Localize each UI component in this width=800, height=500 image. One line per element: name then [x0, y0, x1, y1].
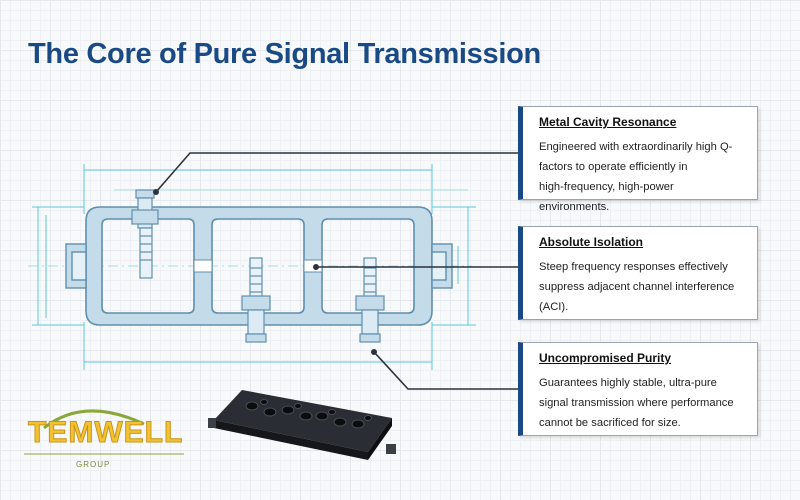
callout-metal-cavity-resonance: Metal Cavity Resonance Engineered with e…: [518, 106, 758, 213]
tuning-screw-top: [131, 189, 159, 279]
callout-heading: Uncompromised Purity: [539, 351, 672, 365]
callout-text: Guarantees highly stable, ultra-pure sig…: [539, 377, 734, 429]
product-cavity-filter-image: [208, 390, 396, 460]
callout-absolute-isolation: Absolute Isolation Steep frequency respo…: [518, 226, 758, 320]
temwell-logo: TEMWELL GROUP: [24, 398, 184, 478]
callout-text: Engineered with extraordinarily high Q- …: [539, 141, 733, 213]
logo-group-text: GROUP: [76, 460, 111, 469]
callout-uncompromised-purity: Uncompromised Purity Guarantees highly s…: [518, 342, 758, 436]
page-title: The Core of Pure Signal Transmission: [28, 38, 541, 70]
logo-wordmark: TEMWELL: [27, 416, 184, 450]
logo-swoosh-icon: [24, 409, 184, 455]
input-connector: [65, 243, 87, 289]
tuning-screw-middle: [241, 257, 271, 343]
callout-heading: Metal Cavity Resonance: [539, 115, 677, 129]
callout-text: Steep frequency responses effectively su…: [539, 261, 735, 313]
callout-leaders: [155, 152, 518, 390]
tuning-screw-right: [355, 257, 385, 343]
output-connector: [431, 243, 453, 289]
callout-heading: Absolute Isolation: [539, 235, 644, 249]
filter-housing: [85, 206, 433, 326]
leader-dots: [153, 189, 377, 355]
